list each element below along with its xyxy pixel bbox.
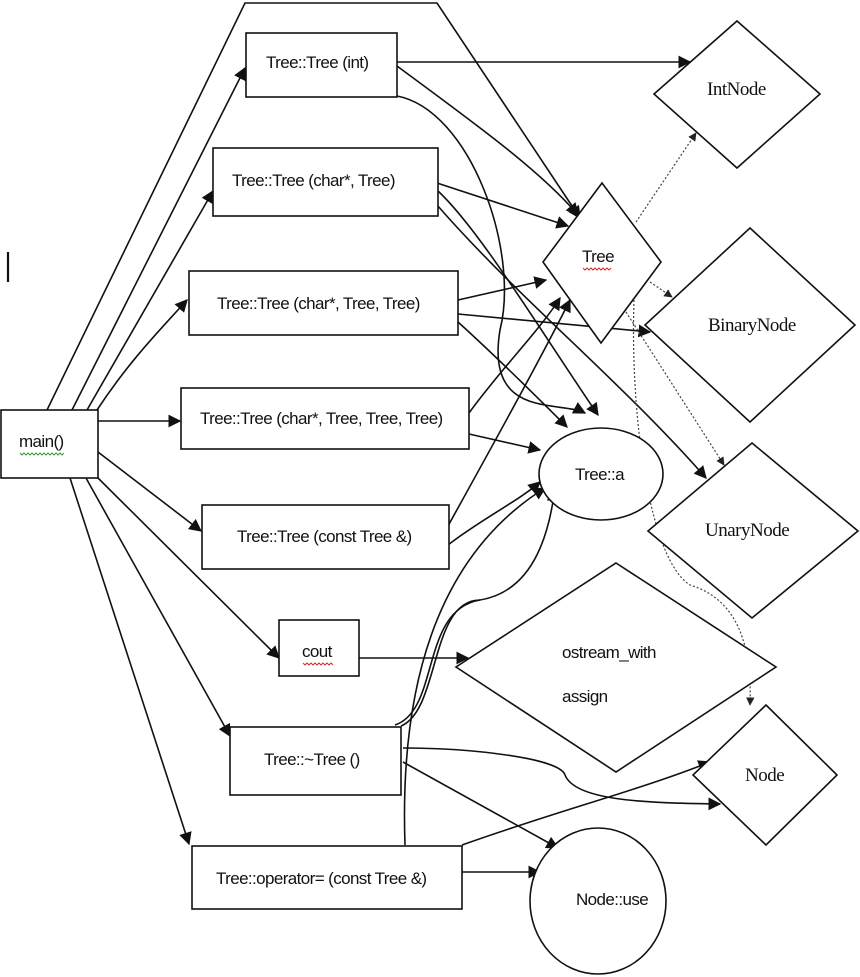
edge-tree-char-tree-to-unarynode — [436, 204, 707, 479]
node-tree-char-tree-tree-label: Tree::Tree (char*, Tree, Tree) — [217, 294, 420, 313]
node-tree-a-label: Tree::a — [575, 465, 625, 484]
node-tree-char-tree-tree-tree-label: Tree::Tree (char*, Tree, Tree, Tree) — [200, 409, 443, 428]
node-binarynode-label: BinaryNode — [708, 315, 796, 336]
edge-tree-char-tree-tree-to-binarynode — [457, 313, 652, 338]
node-unarynode-label: UnaryNode — [705, 520, 789, 541]
edge-main-to-tree-char-tree-tree — [96, 299, 188, 411]
node-ostream-label-line-2: assign — [562, 687, 608, 706]
edge-tree-assign-to-tree-a — [403, 487, 547, 846]
edge-tree-dtor-to-node-use — [402, 761, 560, 849]
node-tree-char-tree-tree[interactable]: Tree::Tree (char*, Tree, Tree) — [188, 270, 459, 336]
node-ostream-with-assign[interactable]: ostream_with assign — [454, 562, 778, 773]
edge-tree-int-to-tree-a — [396, 95, 587, 414]
edge-tree-dtor-to-tree-a-tail — [400, 599, 481, 727]
node-cout-label: cout — [302, 642, 333, 661]
nodes-layer: main() Tree::Tree (int) Tree::Tree (char… — [0, 19, 860, 975]
grammar-underline-icon — [19, 452, 65, 456]
node-binarynode[interactable]: BinaryNode — [643, 226, 857, 424]
edge-tree-char-tree-tree-to-tree — [457, 276, 548, 301]
edge-tree-4-to-tree — [468, 296, 561, 414]
node-main-label: main() — [19, 432, 64, 451]
node-tree-char-tree-label: Tree::Tree (char*, Tree) — [232, 171, 395, 190]
edge-main-to-tree-dtor — [85, 477, 231, 738]
node-tree-dtor-label: Tree::~Tree () — [264, 750, 360, 769]
edge-tree-dtor-to-node — [402, 747, 722, 811]
node-ostream-label-line-1: ostream_with — [562, 643, 656, 662]
node-tree-copy-label: Tree::Tree (const Tree &) — [237, 527, 412, 546]
node-tree-dtor[interactable]: Tree::~Tree () — [229, 726, 402, 796]
edge-tree-copy-to-tree-a — [447, 481, 541, 546]
spellcheck-underline-icon — [582, 267, 612, 271]
edge-tree-int-to-tree — [396, 65, 579, 216]
node-tree-int[interactable]: Tree::Tree (int) — [245, 32, 398, 98]
node-tree-int-label: Tree::Tree (int) — [266, 53, 369, 72]
node-intnode-label: IntNode — [707, 79, 766, 100]
edge-main-to-tree-frame — [46, 2, 581, 411]
node-tree-assign-label: Tree::operator= (const Tree &) — [216, 869, 427, 888]
node-cout[interactable]: cout — [278, 619, 360, 677]
edge-tree-to-binarynode — [649, 281, 673, 298]
node-tree-char-tree-tree-tree[interactable]: Tree::Tree (char*, Tree, Tree, Tree) — [180, 387, 470, 450]
node-node[interactable]: Node — [691, 703, 839, 847]
node-node-use[interactable]: Node::use — [529, 827, 667, 975]
edge-tree-char-tree-tree-to-tree-a — [457, 321, 568, 428]
spellcheck-underline-icon — [302, 662, 334, 666]
node-tree-assign[interactable]: Tree::operator= (const Tree &) — [191, 845, 463, 910]
edge-tree-char-tree-to-tree — [436, 182, 570, 229]
edge-main-to-cout — [97, 477, 280, 659]
node-tree[interactable]: Tree — [542, 181, 662, 345]
node-tree-copy[interactable]: Tree::Tree (const Tree &) — [201, 504, 450, 570]
node-node-label: Node — [745, 765, 784, 786]
node-tree-label: Tree — [582, 247, 614, 266]
edge-main-to-tree-int — [71, 66, 246, 411]
edge-main-to-tree-assign — [69, 477, 192, 846]
edge-main-to-tree-copy — [97, 451, 203, 532]
edge-tree-char-tree-to-tree-a — [436, 189, 599, 417]
edge-tree-4-to-tree-a — [468, 433, 542, 454]
overlay-edges — [400, 599, 481, 727]
edge-tree-copy-to-tree — [447, 298, 571, 527]
node-tree-char-tree[interactable]: Tree::Tree (char*, Tree) — [212, 147, 439, 217]
node-node-use-label: Node::use — [576, 890, 648, 909]
edge-main-to-tree-char-tree — [86, 189, 214, 411]
node-main[interactable]: main() — [0, 409, 99, 479]
edge-tree-assign-to-node — [461, 760, 712, 846]
edge-tree-to-intnode — [635, 132, 697, 223]
node-intnode[interactable]: IntNode — [652, 19, 822, 170]
node-tree-a[interactable]: Tree::a — [538, 427, 664, 521]
node-unarynode[interactable]: UnaryNode — [646, 441, 860, 620]
